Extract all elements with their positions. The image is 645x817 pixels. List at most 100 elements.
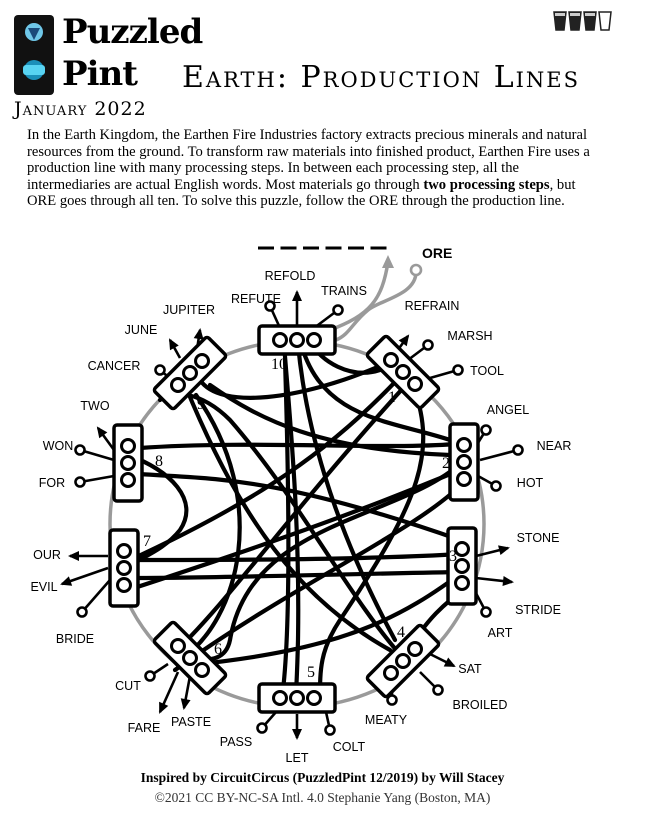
output-label-tool: TOOL — [470, 364, 504, 378]
output-terminal-icon — [480, 606, 492, 618]
station-number: 3 — [449, 548, 457, 565]
output-terminal-icon — [74, 476, 86, 488]
output-label-fare: FARE — [128, 721, 161, 735]
logo-text-puzzled: Puzzled — [62, 12, 203, 52]
station-1 — [365, 334, 441, 410]
output-label-cut: CUT — [115, 679, 141, 693]
output-terminal-icon — [324, 724, 336, 736]
station-4 — [365, 623, 441, 699]
output-terminal-icon — [386, 694, 398, 706]
station-3 — [446, 526, 478, 606]
output-arrow-icon — [96, 426, 108, 439]
pint-glass-icon — [553, 11, 567, 31]
output-label-jupiter: JUPITER — [163, 303, 215, 317]
stations: 1 2 3 4 5 6 7 8 9 10 — [108, 324, 480, 714]
output-label-art: ART — [488, 626, 513, 640]
output-arrow-icon — [292, 729, 302, 740]
output-terminal-icon — [422, 339, 434, 351]
output-label-paste: PASTE — [171, 715, 211, 729]
output-label-meaty: MEATY — [365, 713, 408, 727]
output-terminal-icon — [452, 364, 464, 376]
output-terminal-icon — [432, 684, 444, 696]
output-arrow-icon — [292, 290, 302, 301]
output-terminal-icon — [256, 722, 268, 734]
output-arrow-icon — [60, 576, 73, 586]
output-label-colt: COLT — [333, 740, 366, 754]
output-labels: REFOLD REFUTE TRAINS REFRAIN MARSH TOOL ANGEL N… — [30, 269, 571, 765]
output-label-marsh: MARSH — [447, 329, 492, 343]
output-label-refute: REFUTE — [231, 292, 281, 306]
output-arrow-icon — [68, 551, 79, 561]
pint-glass-icon — [598, 11, 612, 31]
output-terminal-icon — [490, 480, 502, 492]
station-2 — [448, 422, 480, 502]
station-number: 5 — [307, 664, 315, 681]
ore-top-wire — [329, 261, 390, 332]
output-arrow-icon — [169, 338, 179, 351]
station-10 — [257, 324, 337, 356]
output-label-evil: EVIL — [30, 580, 57, 594]
output-label-pass: PASS — [220, 735, 252, 749]
output-label-refrain: REFRAIN — [405, 299, 460, 313]
output-label-won: WON — [43, 439, 74, 453]
pint-glass-icon — [568, 11, 582, 31]
output-arrow-icon — [159, 701, 169, 714]
output-terminal-icon — [144, 670, 156, 682]
station-5 — [257, 682, 337, 714]
output-terminal-icon — [76, 606, 88, 618]
output-arrow-icon — [498, 545, 510, 556]
output-terminal-icon — [264, 300, 276, 312]
station-9 — [152, 335, 228, 411]
output-arrow-icon — [443, 657, 456, 667]
output-label-stone: STONE — [517, 531, 560, 545]
output-label-sat: SAT — [458, 662, 482, 676]
output-label-our: OUR — [33, 548, 61, 562]
station-8 — [112, 423, 144, 503]
output-label-bride: BRIDE — [56, 632, 94, 646]
output-label-broiled: BROILED — [453, 698, 508, 712]
puzzle-title: Earth: Production Lines — [182, 60, 581, 95]
station-number: 1 — [388, 389, 396, 406]
station-number: 4 — [397, 624, 405, 641]
event-date: January 2022 — [14, 98, 147, 120]
station-number: 8 — [155, 453, 163, 470]
output-label-angel: ANGEL — [487, 403, 529, 417]
output-label-trains: TRAINS — [321, 284, 367, 298]
output-label-stride: STRIDE — [515, 603, 561, 617]
intro-bold-text: two processing steps — [423, 176, 550, 193]
logo-icon — [14, 15, 54, 95]
station-6 — [152, 620, 228, 696]
credit-inspired: Inspired by CircuitCircus (PuzzledPint 1… — [140, 770, 505, 785]
output-label-refold: REFOLD — [265, 269, 316, 283]
station-number: 9 — [197, 396, 205, 413]
station-number: 2 — [442, 455, 450, 472]
output-leads — [60, 290, 524, 740]
ore-arrow-icon — [382, 255, 394, 268]
output-label-cancer: CANCER — [88, 359, 141, 373]
output-arrow-icon — [193, 328, 204, 340]
output-arrow-icon — [398, 334, 410, 347]
pint-glass-icon — [583, 11, 597, 31]
output-terminal-icon — [512, 444, 524, 456]
station-number: 7 — [143, 533, 151, 550]
intro-text: In the Earth Kingdom, the Earthen Fire I… — [27, 127, 590, 209]
difficulty-rating — [553, 11, 612, 31]
credit-copyright: ©2021 CC BY-NC-SA Intl. 4.0 Stephanie Ya… — [154, 790, 491, 805]
output-terminal-icon — [74, 444, 86, 456]
output-label-near: NEAR — [537, 439, 572, 453]
output-terminal-icon — [154, 364, 166, 376]
start-label: ORE — [422, 245, 452, 261]
ore-inlet-terminal — [409, 263, 423, 277]
output-terminal-icon — [480, 424, 492, 436]
output-label-let: LET — [286, 751, 309, 765]
wires — [125, 337, 473, 701]
station-number: 10 — [271, 356, 287, 373]
output-label-june: JUNE — [125, 323, 158, 337]
output-label-for: FOR — [39, 476, 65, 490]
station-number: 6 — [214, 641, 222, 658]
output-label-two: TWO — [80, 399, 109, 413]
output-label-hot: HOT — [517, 476, 544, 490]
logo-text-pint: Pint — [62, 54, 138, 94]
output-arrow-icon — [180, 698, 191, 710]
